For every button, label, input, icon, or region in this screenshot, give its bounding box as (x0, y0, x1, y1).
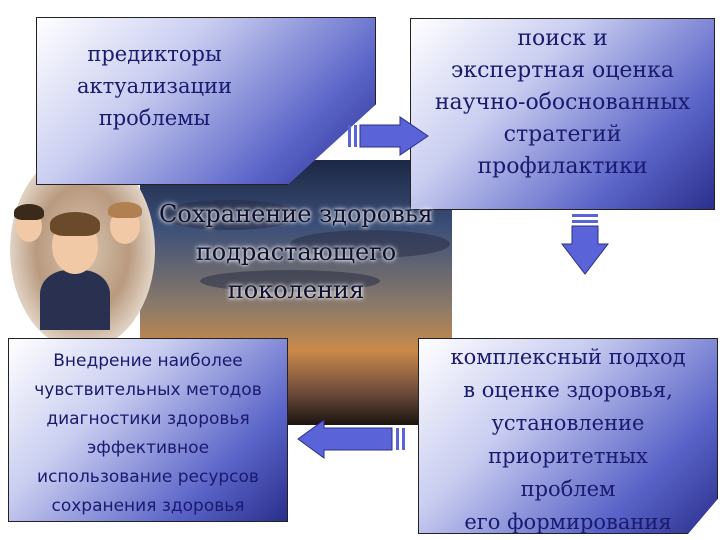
box-line: установление (491, 411, 645, 435)
arrow-right-icon (348, 116, 429, 156)
box-line: диагностики здоровья (46, 409, 250, 429)
arrow-left-icon (297, 419, 405, 459)
strategy-search-box: поиск и экспертная оценка научно-обоснов… (410, 18, 715, 210)
box-line: использование ресурсов (37, 467, 259, 487)
box-line: эффективное (86, 438, 210, 458)
center-line: Сохранение здоровья (159, 200, 433, 228)
box-line: в оценке здоровья, (463, 378, 673, 402)
box-line: проблемы (98, 106, 211, 130)
box-line: предикторы (87, 42, 222, 66)
box-line: актуализации (77, 74, 232, 98)
box-line: экспертная оценка (451, 58, 674, 83)
box-line: комплексный подход (450, 345, 686, 369)
box-line: чувствительных методов (34, 380, 262, 400)
box-line: Внедрение наиболее (53, 351, 243, 371)
box-line: сохранения здоровья (51, 496, 245, 516)
complex-approach-box: комплексный подход в оценке здоровья, ус… (418, 338, 718, 534)
box-line: его формирования (464, 510, 672, 534)
box-line: поиск и (517, 26, 608, 51)
center-line: подрастающего (195, 238, 397, 266)
box-line: проблем (520, 477, 616, 501)
center-line: поколения (227, 276, 365, 304)
box-line: приоритетных (488, 444, 648, 468)
implementation-box: Внедрение наиболее чувствительных методо… (8, 338, 288, 522)
central-title: Сохранение здоровья подрастающего поколе… (140, 195, 452, 309)
box-line: профилактики (477, 154, 648, 179)
box-line: стратегий (503, 122, 622, 147)
arrow-down-icon (560, 214, 610, 275)
box-line: научно-обоснованных (434, 90, 691, 115)
